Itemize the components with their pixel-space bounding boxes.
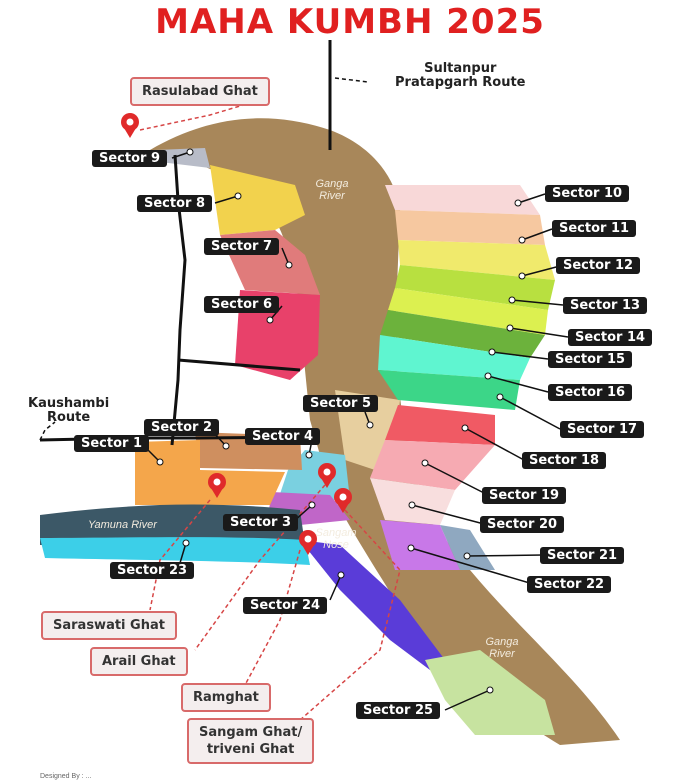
sector-18-area — [385, 405, 495, 445]
sector-22-label: Sector 22 — [527, 576, 612, 593]
sector-9-area — [155, 148, 210, 168]
road-line — [177, 358, 301, 372]
sector-14-label: Sector 14 — [568, 329, 653, 346]
sector-21-area — [440, 525, 495, 570]
ghat-connector — [299, 509, 401, 721]
ganga-river-north-label: Ganga River — [315, 178, 349, 202]
ghat-line-2: triveni Ghat — [206, 742, 295, 757]
sector-9-label: Sector 9 — [92, 150, 168, 167]
sector-17-area — [378, 370, 520, 410]
route-line-1: Kaushambi — [28, 396, 110, 411]
route-line-1: Sultanpur — [424, 61, 497, 76]
sector-5-label: Sector 5 — [303, 395, 379, 412]
sector-11-area — [395, 210, 545, 245]
sector-23-area — [40, 537, 310, 565]
yamuna-river-label: Yamuna River — [88, 519, 157, 531]
saraswati-ghat-label: Saraswati Ghat — [41, 611, 177, 640]
footer-credit: Designed By : ... — [40, 773, 92, 780]
dashed-route — [334, 77, 369, 83]
sector-6-label: Sector 6 — [204, 296, 280, 313]
sector-15-label: Sector 15 — [548, 351, 633, 368]
sector-18-label: Sector 18 — [522, 452, 607, 469]
sangam-ghat-label: Sangam Ghat/ triveni Ghat — [187, 718, 315, 764]
sangam-nose-label: Sangam Nose — [315, 527, 357, 551]
dashed-route — [39, 421, 56, 441]
sector-19-area — [370, 440, 495, 490]
sector-7-label: Sector 7 — [204, 238, 280, 255]
sector-11-label: Sector 11 — [552, 220, 637, 237]
arail-ghat-label: Arail Ghat — [90, 647, 188, 676]
sector-17-label: Sector 17 — [560, 421, 645, 438]
sector-22-area — [380, 520, 460, 570]
sector-points — [156, 148, 526, 694]
sector-2-label: Sector 2 — [144, 419, 220, 436]
sector-15-area — [380, 310, 545, 358]
ghat-connector — [149, 499, 211, 611]
location-pin-icon — [299, 530, 317, 555]
ghat-connector — [244, 549, 301, 686]
sultanpur-route-label: Sultanpur Pratapgarh Route — [395, 62, 526, 90]
sector-14-area — [388, 288, 548, 335]
sector-24-area — [300, 540, 445, 670]
sector-13-label: Sector 13 — [563, 297, 648, 314]
sector-12-area — [398, 240, 555, 280]
leader-lines — [147, 151, 569, 711]
route-line-2: Pratapgarh Route — [395, 75, 526, 90]
sector-12-label: Sector 12 — [556, 257, 641, 274]
sector-16-label: Sector 16 — [548, 384, 633, 401]
ramghat-label: Ramghat — [181, 683, 271, 712]
sector-21-label: Sector 21 — [540, 547, 625, 564]
location-pin-icon — [208, 473, 226, 498]
page-title: MAHA KUMBH 2025 — [155, 2, 545, 42]
rasulabad-ghat-label: Rasulabad Ghat — [130, 77, 270, 106]
sector-19-label: Sector 19 — [482, 487, 567, 504]
location-pin-icon — [318, 463, 336, 488]
ghat-line-1: Sangam Ghat/ — [199, 725, 303, 740]
location-pin-icon — [121, 113, 139, 138]
sector-23-label: Sector 23 — [110, 562, 195, 579]
ghat-connector — [194, 484, 326, 651]
sector-24-label: Sector 24 — [243, 597, 328, 614]
sector-4-label: Sector 4 — [245, 428, 321, 445]
sector-20-area — [370, 478, 455, 525]
ghat-connector — [139, 102, 251, 131]
sector-20-label: Sector 20 — [480, 516, 565, 533]
sector-10-area — [385, 185, 540, 215]
sector-1-area — [135, 440, 285, 505]
ganga-river-south-label: Ganga River — [485, 636, 519, 660]
location-pin-icon — [334, 488, 352, 513]
sector-16-area — [378, 335, 530, 380]
kaushambi-route-label: Kaushambi Route — [28, 397, 109, 425]
sector-8-label: Sector 8 — [137, 195, 213, 212]
route-line-2: Route — [46, 410, 91, 425]
sector-10-label: Sector 10 — [545, 185, 630, 202]
sector-8-area — [210, 165, 305, 235]
sector-3-label: Sector 3 — [223, 514, 299, 531]
road-line — [170, 154, 187, 446]
sector-25-label: Sector 25 — [356, 702, 441, 719]
sector-1-label: Sector 1 — [74, 435, 150, 452]
